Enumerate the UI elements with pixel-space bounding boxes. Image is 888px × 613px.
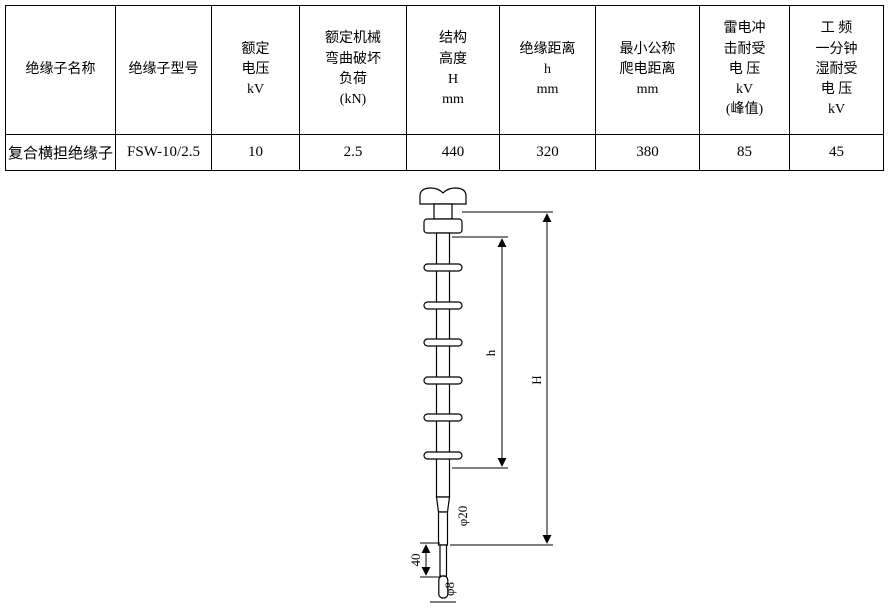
- dimension-dia8: φ8: [430, 582, 457, 602]
- shed: [424, 264, 462, 271]
- cell-bending-load: 2.5: [299, 134, 407, 171]
- header-cell-power-freq-wet: 工 频 一分钟 湿耐受 电 压 kV: [789, 5, 884, 135]
- header-cell-lightning-impulse: 雷电冲 击耐受 电 压 kV (峰值): [699, 5, 790, 135]
- bottom-pin: [440, 545, 447, 576]
- dimension-dia8-label: φ8: [442, 582, 457, 596]
- dimension-H: H: [450, 212, 553, 545]
- top-fitting: [420, 188, 466, 204]
- dimension-40: 40: [408, 543, 440, 577]
- shed: [424, 339, 462, 346]
- header-cell-creepage-distance: 最小公称 爬电距离 mm: [595, 5, 700, 135]
- cell-creepage-distance: 380: [595, 134, 700, 171]
- dimension-40-label: 40: [408, 554, 423, 567]
- cell-structure-height: 440: [406, 134, 500, 171]
- shed: [424, 414, 462, 421]
- cell-model: FSW-10/2.5: [115, 134, 212, 171]
- dimension-h-label: h: [483, 349, 498, 356]
- bottom-stud: [439, 576, 448, 598]
- cell-power-freq-wet: 45: [789, 134, 884, 171]
- header-cell-structure-height: 结构 高度 H mm: [406, 5, 500, 135]
- header-cell-model: 绝缘子型号: [115, 5, 212, 135]
- table-row: 复合横担绝缘子 FSW-10/2.5 10 2.5 440 320 380 85…: [5, 134, 884, 171]
- dimension-dia20-label: φ20: [455, 506, 470, 527]
- header-cell-rated-voltage: 额定 电压 kV: [211, 5, 300, 135]
- header-row: 绝缘子名称 绝缘子型号 额定 电压 kV 额定机械 弯曲破坏 负荷 (kN) 结…: [5, 5, 884, 135]
- dimension-h: h: [452, 237, 508, 468]
- shed: [424, 452, 462, 459]
- lower-taper: [437, 497, 450, 512]
- header-cell-name: 绝缘子名称: [5, 5, 116, 135]
- spec-table: 绝缘子名称 绝缘子型号 额定 电压 kV 额定机械 弯曲破坏 负荷 (kN) 结…: [5, 5, 884, 171]
- core-rod: [437, 233, 450, 497]
- cell-name: 复合横担绝缘子: [5, 134, 116, 171]
- cell-lightning-impulse: 85: [699, 134, 790, 171]
- top-neck: [434, 204, 452, 219]
- dimension-H-label: H: [529, 375, 544, 384]
- cell-rated-voltage: 10: [211, 134, 300, 171]
- shed: [424, 302, 462, 309]
- top-flange: [424, 219, 462, 233]
- header-cell-bending-load: 额定机械 弯曲破坏 负荷 (kN): [299, 5, 407, 135]
- lower-tube: [439, 512, 448, 545]
- cell-insulation-distance: 320: [499, 134, 596, 171]
- header-cell-insulation-distance: 绝缘距离 h mm: [499, 5, 596, 135]
- shed: [424, 377, 462, 384]
